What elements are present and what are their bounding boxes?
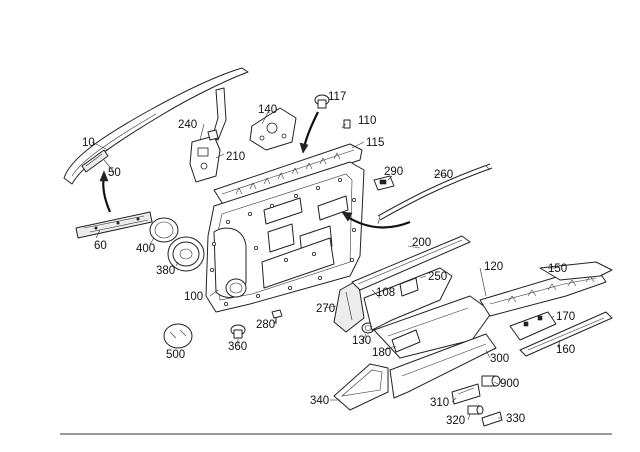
part-200-upper-trim (351, 235, 471, 291)
part-60-trim-strip (75, 211, 153, 239)
callout-130: 130 (352, 335, 371, 347)
callout-260: 260 (434, 169, 453, 181)
arrow-260 (345, 215, 411, 229)
arrow-60-to-50 (102, 175, 112, 213)
part-150-armrest-top (539, 261, 613, 281)
callout-115: 115 (366, 137, 384, 149)
callout-60: 60 (94, 240, 107, 252)
part-280-screw (271, 309, 283, 324)
callout-180: 180 (372, 347, 391, 359)
callout-150: 150 (548, 263, 567, 275)
callout-500: 500 (166, 349, 185, 361)
callout-170: 170 (556, 311, 575, 323)
callout-200: 200 (412, 237, 431, 249)
arrow-head-260 (341, 211, 353, 222)
callout-310: 310 (430, 397, 449, 409)
callout-290: 290 (384, 166, 403, 178)
part-360-grommet (230, 324, 246, 339)
part-290-switch (373, 175, 395, 191)
callout-400: 400 (136, 243, 155, 255)
part-170-switch-bracket (509, 311, 557, 341)
callout-240: 240 (178, 119, 197, 131)
part-320-lamp (467, 405, 484, 415)
callout-210: 210 (226, 151, 245, 163)
callout-10: 10 (82, 137, 95, 149)
callout-270: 270 (316, 303, 335, 315)
callout-117: 117 (328, 91, 346, 103)
callout-300: 300 (490, 353, 509, 365)
part-160-trim-rail (519, 311, 613, 357)
part-110-clip (343, 119, 351, 129)
part-210-bracket (189, 129, 221, 183)
callout-380: 380 (156, 265, 175, 277)
part-260-seal (377, 163, 493, 225)
part-330-lens (481, 411, 503, 427)
part-10-window-trim (63, 67, 249, 185)
callout-360: 360 (228, 341, 247, 353)
callout-340: 340 (310, 395, 329, 407)
arrow-head-60 (99, 170, 109, 182)
part-50-trim-piece (81, 149, 109, 173)
callout-160: 160 (556, 344, 575, 356)
part-300-lower-trim (389, 333, 497, 399)
callout-140: 140 (258, 104, 277, 116)
callout-50: 50 (108, 167, 121, 179)
part-380-speaker (167, 236, 205, 272)
callout-100: 100 (184, 291, 203, 303)
callout-900: 900 (500, 378, 519, 390)
part-140-cover (249, 107, 297, 151)
part-500-cover-disc (163, 323, 193, 349)
part-180-bracket (391, 329, 421, 353)
arrow-117 (302, 111, 319, 149)
callout-280: 280 (256, 319, 275, 331)
part-117-clip (314, 94, 330, 109)
leader-lines (91, 111, 561, 421)
callout-120: 120 (484, 261, 503, 273)
callout-320: 320 (446, 415, 465, 427)
part-340-map-pocket (333, 363, 389, 411)
part-310-light (451, 383, 481, 405)
callout-labels: 10 50 60 100 108 110 115 117 120 130 140… (82, 91, 575, 427)
callout-250: 250 (428, 271, 447, 283)
arrow-head-117 (299, 142, 309, 154)
part-100-door-panel (205, 161, 365, 313)
part-400-speaker-ring (149, 217, 179, 243)
callout-110: 110 (358, 115, 376, 127)
callout-330: 330 (506, 413, 525, 425)
part-900-module (481, 375, 501, 387)
callout-108: 108 (376, 287, 395, 299)
